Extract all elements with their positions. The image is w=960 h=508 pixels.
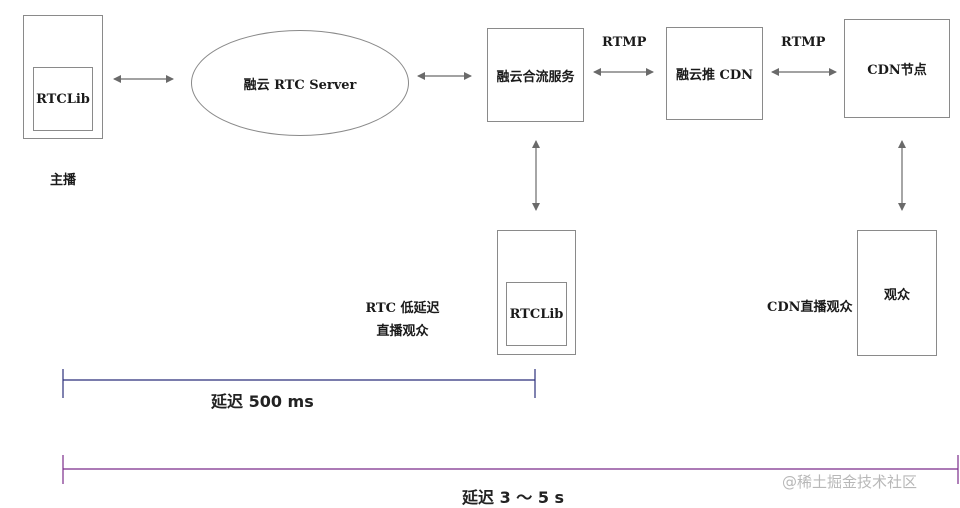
rtc-viewer-label-line1: RTC 低延迟	[365, 301, 440, 316]
watermark-text: @稀土掘金技术社区	[782, 473, 918, 491]
latency-long-label: 延迟 3 ～ 5 s	[462, 488, 565, 507]
host-label: 主播	[50, 173, 77, 188]
rtc-viewer-rtclib-box: RTCLib	[506, 282, 567, 346]
latency-short-label: 延迟 500 ms	[211, 392, 314, 411]
latency-bracket-long	[62, 455, 959, 484]
rtc-viewer-rtclib-label: RTCLib	[509, 306, 564, 322]
latency-bracket-short	[62, 369, 536, 398]
rtmp-label-push-to-cdn: RTMP	[781, 35, 826, 50]
push-cdn-label: 融云推 CDN	[675, 68, 754, 83]
rtc-viewer-label: RTC 低延迟 直播观众	[360, 297, 445, 339]
cdn-node-label: CDN节点	[867, 63, 927, 78]
rtc-server-label: 融云 RTC Server	[243, 77, 357, 93]
host-rtclib-label: RTCLib	[36, 91, 90, 107]
rtc-server-node: 融云 RTC Server	[191, 30, 409, 136]
cdn-viewer-box: 观众	[857, 230, 937, 356]
rtc-viewer-label-line2: 直播观众	[376, 324, 429, 339]
mix-service-node: 融云合流服务	[487, 28, 584, 122]
cdn-viewer-box-label: 观众	[883, 287, 910, 303]
cdn-node: CDN节点	[844, 19, 950, 118]
host-rtclib-box: RTCLib	[33, 67, 93, 131]
rtmp-label-mix-to-push: RTMP	[602, 35, 647, 50]
cdn-viewer-label: CDN直播观众	[767, 300, 853, 315]
push-cdn-node: 融云推 CDN	[666, 27, 763, 120]
mix-service-label: 融云合流服务	[496, 69, 575, 85]
